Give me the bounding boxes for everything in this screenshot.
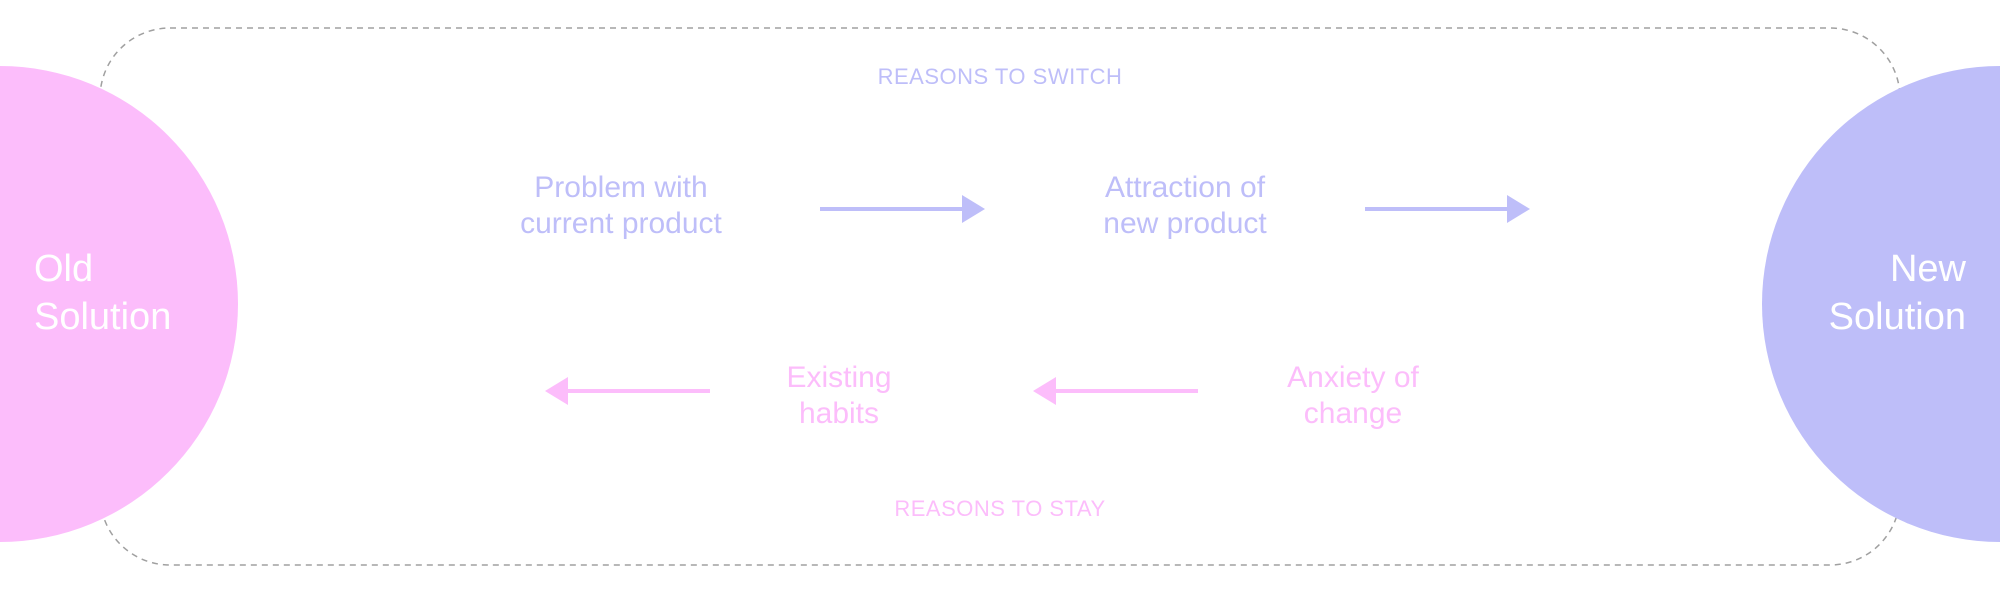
old-solution-label: Old Solution [34, 245, 171, 341]
reasons-to-switch-label: REASONS TO SWITCH [877, 64, 1123, 89]
stay-arrow-2 [545, 377, 710, 405]
problem-line-1: Problem with [534, 171, 708, 204]
habits-line-1: Existing [786, 361, 892, 394]
new-solution-shape [1762, 66, 2000, 542]
anxiety-of-change: Anxiety of change [1287, 360, 1419, 432]
old-solution-shape [0, 66, 238, 542]
attraction-line-2: new product [1103, 207, 1267, 240]
existing-habits: Existing habits [786, 360, 891, 432]
attraction-line-1: Attraction of [1104, 171, 1266, 204]
anxiety-line-2: change [1303, 397, 1403, 430]
anxiety-line-1: Anxiety of [1287, 361, 1419, 394]
new-solution-line-2: Solution [1828, 296, 1966, 338]
habits-line-2: habits [798, 397, 880, 430]
problem-line-2: current product [520, 207, 722, 240]
reasons-to-stay-label: REASONS TO STAY [894, 496, 1106, 521]
old-solution-line-2: Solution [34, 296, 172, 338]
boundary-frame [99, 27, 1901, 566]
old-solution-line-1: Old [34, 248, 94, 290]
switch-arrow-2 [1365, 195, 1530, 223]
problem-with-current-product: Problem with current product [520, 170, 722, 242]
switch-arrow-1 [820, 195, 985, 223]
new-solution-line-1: New [1889, 248, 1966, 290]
attraction-of-new-product: Attraction of new product [1103, 170, 1266, 242]
new-solution-label: New Solution [1829, 245, 1966, 341]
stay-arrow-1 [1033, 377, 1198, 405]
